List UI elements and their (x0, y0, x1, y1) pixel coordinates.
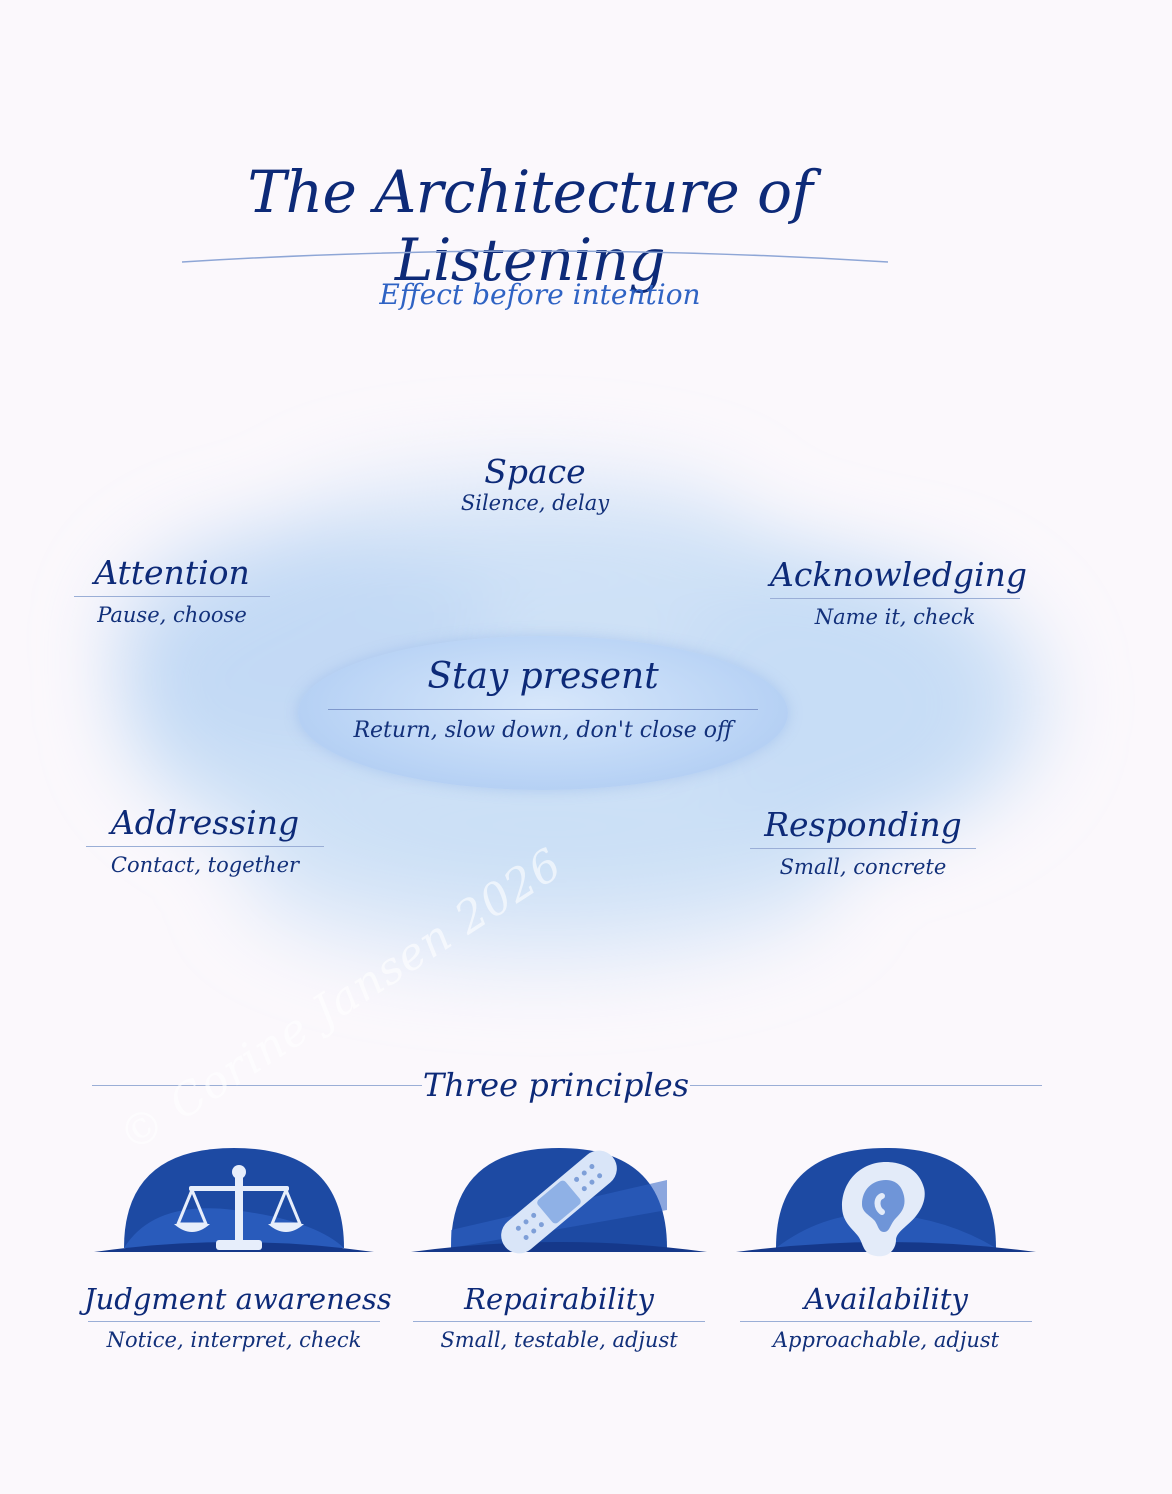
node-divider (86, 846, 324, 847)
node-acknowledging: Acknowledging Name it, check (770, 555, 1027, 629)
principle-description: Notice, interpret, check (106, 1328, 362, 1352)
title-underline (181, 250, 889, 263)
scales-icon (94, 1148, 374, 1252)
principle-judgment-awareness: Judgment awareness Notice, interpret, ch… (84, 1140, 392, 1352)
section-title: Three principles (422, 1066, 690, 1104)
center-divider (328, 709, 758, 710)
node-divider (750, 848, 976, 849)
node-label: Addressing (110, 803, 300, 842)
node-space: Space Silence, delay (410, 452, 660, 515)
node-description: Silence, delay (460, 491, 610, 515)
node-attention: Attention Pause, choose (74, 553, 270, 627)
principle-availability: Availability Approachable, adjust (736, 1140, 1036, 1352)
principle-label: Judgment awareness (84, 1282, 392, 1316)
node-description: Contact, together (110, 853, 300, 877)
section-divider-left (92, 1085, 422, 1086)
bandage-icon (411, 1148, 707, 1254)
node-description: Name it, check (814, 605, 976, 629)
node-responding: Responding Small, concrete (750, 805, 976, 879)
principle-divider (88, 1321, 380, 1322)
principle-divider (740, 1321, 1032, 1322)
principle-description: Small, testable, adjust (440, 1328, 678, 1352)
principle-divider (413, 1321, 705, 1322)
node-label: Acknowledging (770, 555, 1027, 594)
page-subtitle: Effect before intention (379, 278, 701, 311)
ear-icon (736, 1148, 1036, 1257)
principle-label: Availability (804, 1282, 968, 1316)
node-divider (74, 596, 270, 597)
center-description: Return, slow down, don't close off (353, 718, 733, 743)
section-divider-right (690, 1085, 1042, 1086)
principle-description: Approachable, adjust (772, 1328, 1000, 1352)
principle-label: Repairability (464, 1282, 654, 1316)
node-description: Small, concrete (779, 855, 947, 879)
node-description: Pause, choose (97, 603, 247, 627)
node-label: Responding (764, 805, 962, 844)
center-label: Stay present (427, 656, 659, 697)
center-ellipse: Stay present Return, slow down, don't cl… (298, 636, 788, 790)
node-label: Space (484, 452, 586, 491)
principle-repairability: Repairability Small, testable, adjust (409, 1140, 709, 1352)
node-label: Attention (94, 553, 250, 592)
node-addressing: Addressing Contact, together (86, 803, 324, 877)
node-divider (770, 598, 1020, 599)
page-title: The Architecture of Listening (247, 158, 813, 294)
